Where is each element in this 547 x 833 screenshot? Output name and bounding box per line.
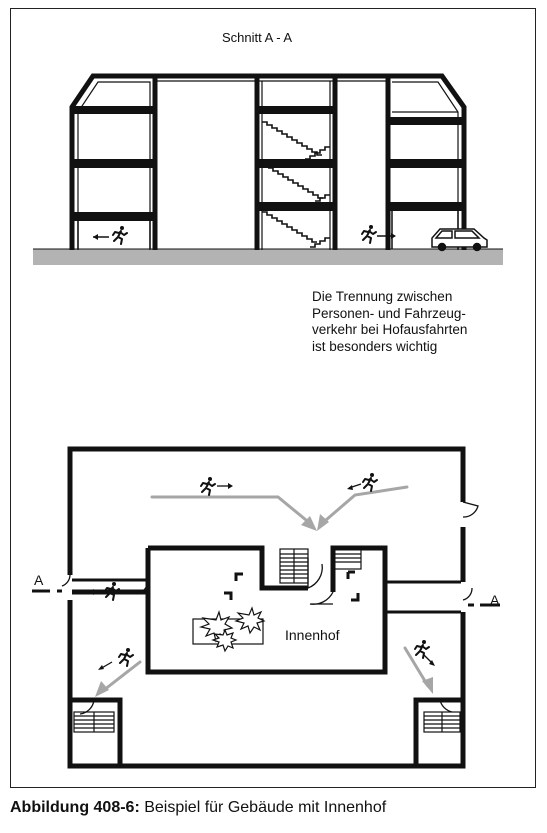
- car-icon: [431, 228, 488, 252]
- caption-text: Beispiel für Gebäude mit Innenhof: [139, 799, 387, 816]
- running-person-icon: [118, 647, 134, 667]
- figure-frame: [10, 8, 536, 788]
- section-marker-left: A: [34, 572, 44, 588]
- note-line: Personen- und Fahrzeug-: [312, 305, 466, 321]
- note-line: Die Trennung zwischen: [312, 289, 453, 304]
- figure-caption: Abbildung 408-6: Beispiel für Gebäude mi…: [10, 799, 386, 817]
- door-swing-icon: [61, 501, 479, 715]
- tree-icon: [192, 606, 266, 653]
- note-line: verkehr bei Hofausfahrten: [312, 322, 468, 337]
- running-person-icon: [200, 476, 216, 496]
- stair-icon: [262, 121, 330, 248]
- running-person-icon: [414, 639, 430, 659]
- stair-icon: [423, 711, 461, 733]
- section-view: [33, 73, 503, 265]
- note-line: ist besonders wichtig: [312, 338, 438, 354]
- running-person-icon: [112, 225, 128, 245]
- section-marker-right: A: [490, 592, 500, 608]
- roof-outline: [69, 73, 467, 250]
- floor-plan: [32, 446, 500, 769]
- running-person-icon: [361, 224, 377, 244]
- courtyard-label: Innenhof: [285, 627, 340, 643]
- ground: [33, 249, 503, 265]
- section-note: Die Trennung zwischen Personen- und Fahr…: [312, 289, 522, 355]
- section-marker: [32, 589, 500, 607]
- section-title: Schnitt A - A: [222, 30, 293, 45]
- running-person-icon: [362, 472, 378, 492]
- caption-label: Abbildung 408-6:: [10, 799, 140, 816]
- stair-icon: [73, 711, 115, 733]
- stair-icon: [279, 548, 362, 584]
